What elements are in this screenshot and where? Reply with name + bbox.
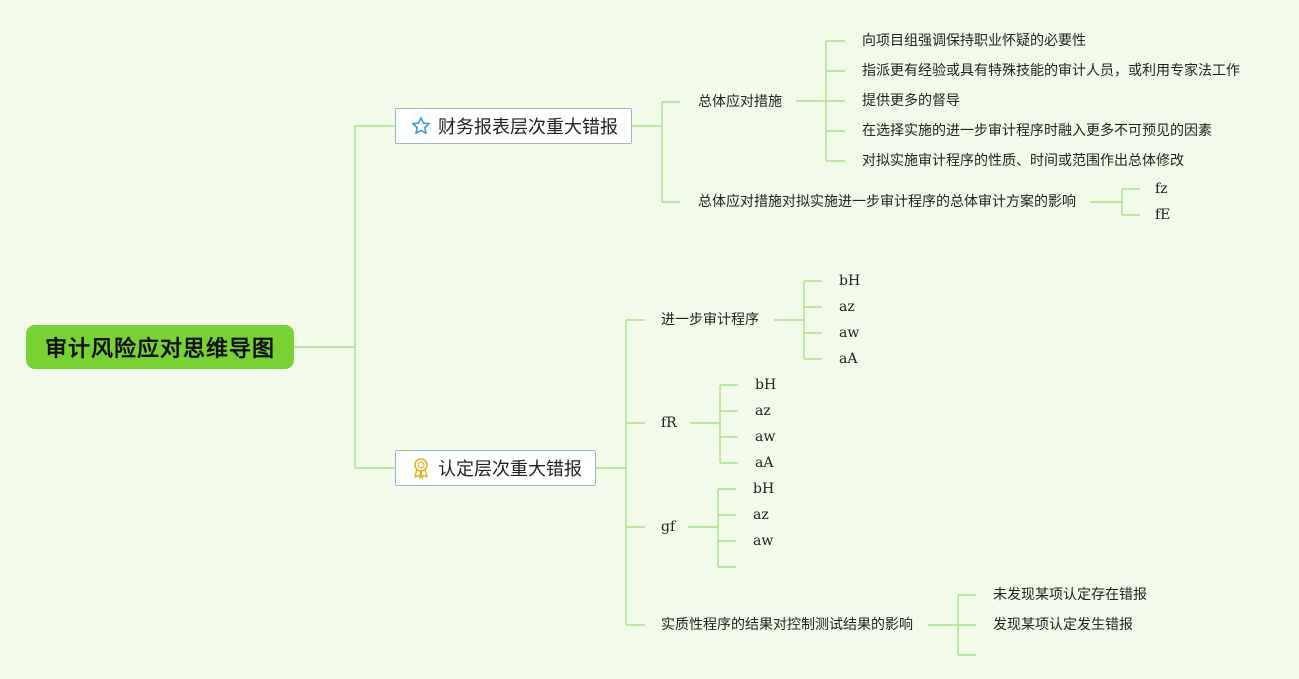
ribbon-medal-icon xyxy=(410,457,432,479)
leaf-node[interactable]: bH xyxy=(753,481,775,497)
leaf-node[interactable]: bH xyxy=(755,377,777,393)
leaf-node[interactable]: fz xyxy=(1155,181,1168,197)
leaf-node[interactable]: az xyxy=(753,507,769,523)
root-label: 审计风险应对思维导图 xyxy=(44,337,275,362)
branch-node-assertion-level[interactable]: 认定层次重大错报 xyxy=(395,450,596,486)
sub-node-fr[interactable]: fR xyxy=(661,415,677,431)
leaf-node[interactable]: aw xyxy=(753,533,774,549)
leaf-node[interactable]: aw xyxy=(755,429,776,445)
sub-node-gf[interactable]: gf xyxy=(661,519,676,535)
leaf-node[interactable]: 提供更多的督导 xyxy=(862,93,960,109)
leaf-node[interactable]: aA xyxy=(755,455,774,471)
branch-node-financial-statement-level[interactable]: 财务报表层次重大错报 xyxy=(395,108,632,144)
leaf-node[interactable]: 在选择实施的进一步审计程序时融入更多不可预见的因素 xyxy=(862,123,1212,139)
branch-label: 认定层次重大错报 xyxy=(438,459,582,480)
sub-node-substantive-results-impact[interactable]: 实质性程序的结果对控制测试结果的影响 xyxy=(661,617,913,633)
sub-node-overall-response[interactable]: 总体应对措施 xyxy=(698,94,782,110)
sub-node-overall-plan-impact[interactable]: 总体应对措施对拟实施进一步审计程序的总体审计方案的影响 xyxy=(698,194,1076,210)
branch-label: 财务报表层次重大错报 xyxy=(438,117,618,138)
star-icon xyxy=(410,115,432,137)
leaf-node[interactable]: fE xyxy=(1155,207,1171,223)
leaf-node[interactable]: 向项目组强调保持职业怀疑的必要性 xyxy=(862,33,1086,49)
sub-node-further-procedures[interactable]: 进一步审计程序 xyxy=(661,312,759,328)
root-node[interactable]: 审计风险应对思维导图 xyxy=(26,325,294,369)
leaf-node[interactable]: az xyxy=(755,403,771,419)
leaf-node[interactable]: 未发现某项认定存在错报 xyxy=(993,587,1147,603)
leaf-node[interactable]: 指派更有经验或具有特殊技能的审计人员，或利用专家法工作 xyxy=(862,63,1240,79)
leaf-node[interactable]: aw xyxy=(839,325,860,341)
leaf-node[interactable]: bH xyxy=(839,273,861,289)
leaf-node[interactable]: 发现某项认定发生错报 xyxy=(993,617,1133,633)
leaf-node[interactable]: az xyxy=(839,299,855,315)
leaf-node[interactable]: 对拟实施审计程序的性质、时间或范围作出总体修改 xyxy=(862,153,1184,169)
leaf-node[interactable]: aA xyxy=(839,351,858,367)
